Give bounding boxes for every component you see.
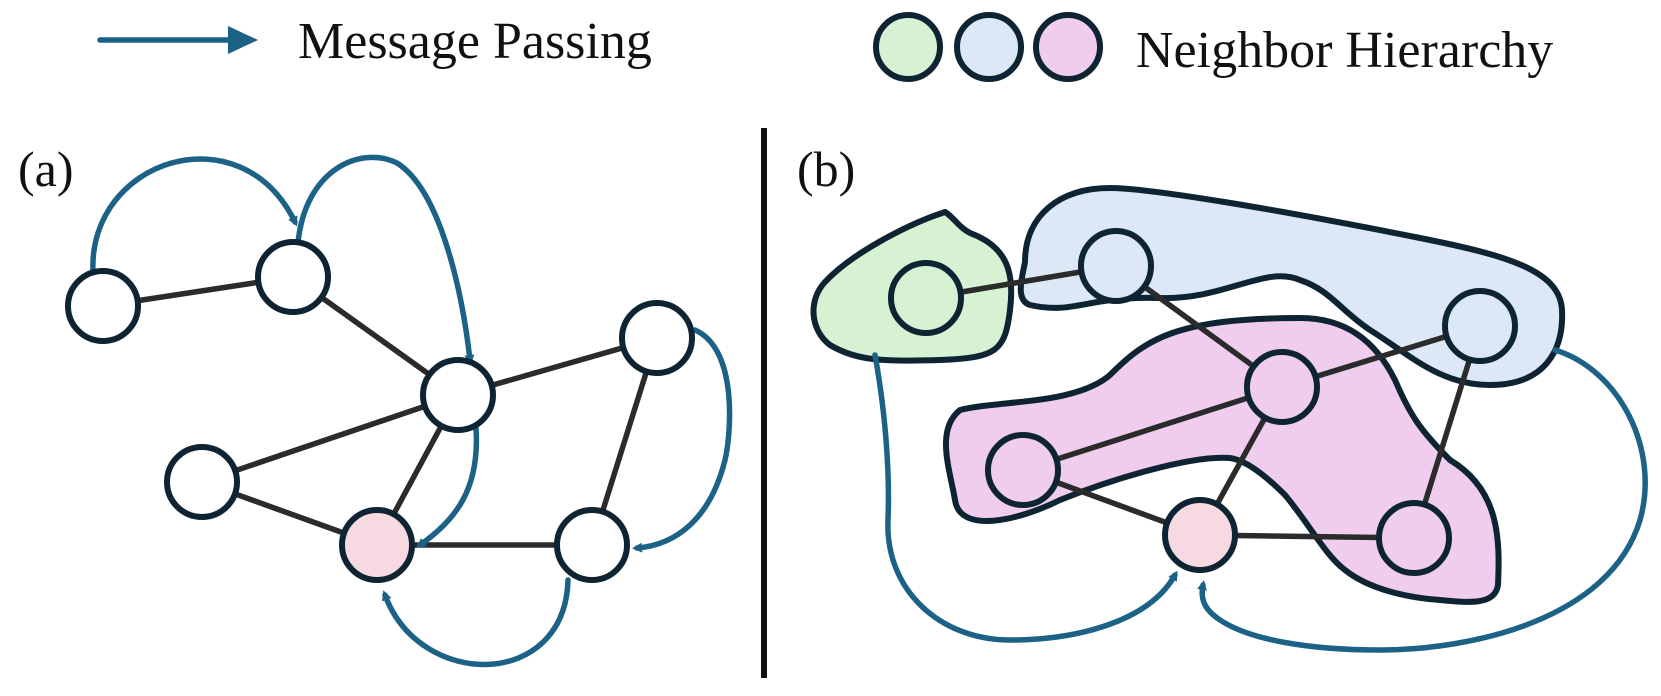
graph-node bbox=[554, 507, 630, 583]
graph-node bbox=[255, 239, 331, 315]
hierarchy-node-level-3 bbox=[985, 432, 1061, 508]
legend-swatch-level-2 bbox=[954, 12, 1024, 82]
message-arrow bbox=[382, 577, 571, 668]
panel-a-message-arrows bbox=[90, 154, 733, 668]
panel-b-message-arrows bbox=[872, 347, 1648, 653]
hierarchy-node-level-1 bbox=[888, 260, 964, 336]
message-arrow bbox=[632, 327, 733, 553]
message-arrow bbox=[1197, 347, 1648, 653]
edge bbox=[199, 392, 461, 485]
message-arrow bbox=[415, 425, 480, 548]
legend-swatch-level-3 bbox=[1033, 12, 1103, 82]
panel-b-nodes bbox=[888, 228, 1518, 576]
neighbor-hierarchy-legend-label: Neighbor Hierarchy bbox=[1136, 22, 1553, 79]
legend-swatch-level-1 bbox=[873, 12, 943, 82]
target-node bbox=[1162, 497, 1238, 573]
message-arrow bbox=[295, 154, 475, 365]
graph-node bbox=[65, 268, 141, 344]
panel-b-label: (b) bbox=[797, 141, 855, 197]
hierarchy-region-level-3 bbox=[943, 315, 1502, 605]
neighbor-hierarchy-legend-swatches bbox=[873, 12, 1103, 82]
graph-node bbox=[164, 444, 240, 520]
message-passing-legend-arrow bbox=[97, 26, 258, 54]
panel-a-graph bbox=[65, 154, 733, 668]
message-passing-legend-label: Message Passing bbox=[298, 13, 652, 70]
hierarchy-node-level-3 bbox=[1376, 500, 1452, 576]
message-arrow bbox=[872, 352, 1178, 643]
panel-a-nodes bbox=[65, 239, 695, 583]
edge bbox=[1020, 384, 1285, 473]
hierarchy-node-level-2 bbox=[1442, 288, 1518, 364]
graph-node bbox=[619, 300, 695, 376]
graph-node bbox=[420, 357, 496, 433]
message-arrow bbox=[90, 156, 298, 275]
panel-a-label: (a) bbox=[18, 141, 74, 197]
hierarchy-node-level-2 bbox=[1078, 228, 1154, 304]
target-node bbox=[339, 507, 415, 583]
hierarchy-node-level-3 bbox=[1244, 349, 1320, 425]
panel-b-graph bbox=[810, 185, 1648, 653]
legend: Message Passing Neighbor Hierarchy bbox=[97, 12, 1553, 82]
panel-b-hierarchy-regions bbox=[810, 185, 1566, 605]
